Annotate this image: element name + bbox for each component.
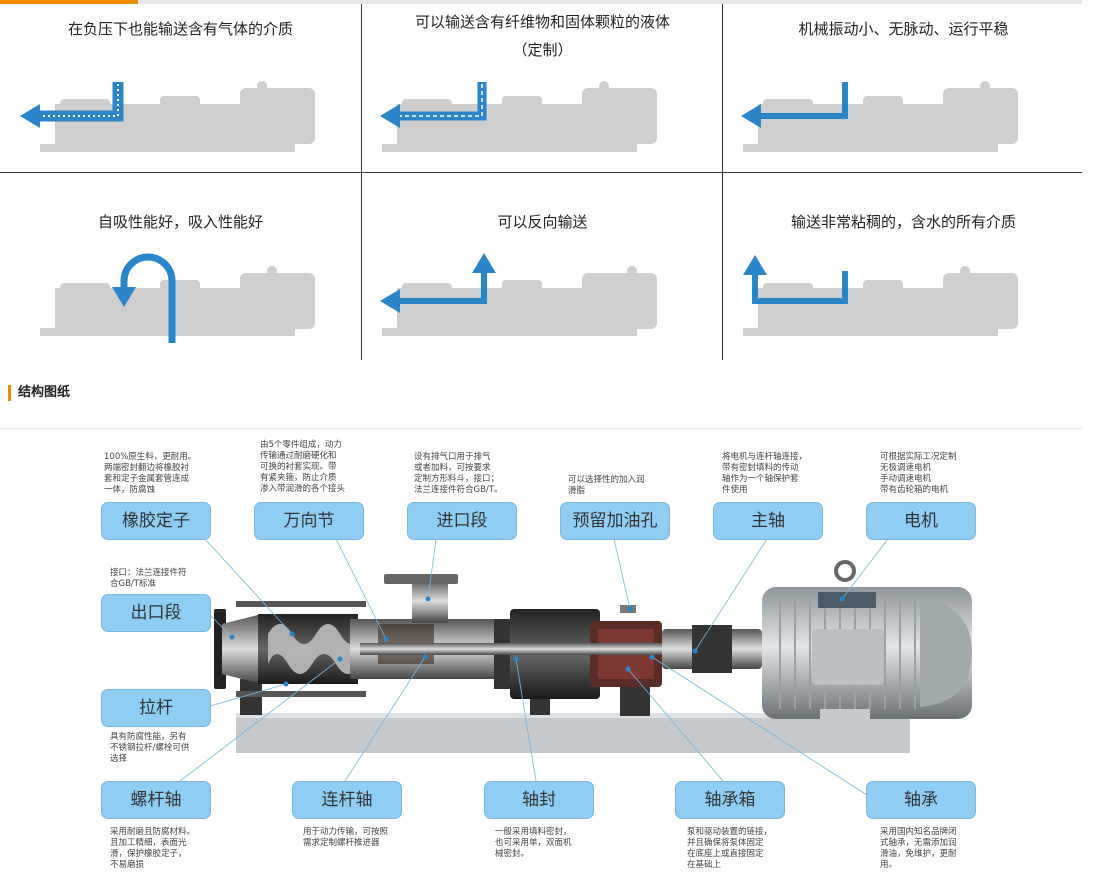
- pump-flow-icon: [20, 81, 315, 152]
- note-connecting-rod: 用于动力传输，可按照 需求定制螺杆推进器: [303, 827, 389, 848]
- note-motor: 可根据实际工况定制 无极调速电机 手动调速电机 带有齿轮箱的电机: [880, 452, 957, 495]
- note-outlet-section: 接口：法兰连接件符 合GB/T标准: [110, 568, 187, 589]
- note-shaft-seal: 一般采用填料密封， 也可采用单，双面机 械密封。: [495, 827, 572, 859]
- pump-flow-icon: [380, 81, 657, 152]
- feature-cell-fiber-liquid: 可以输送含有纤维物和固体颗粒的液体 （定制）: [362, 4, 723, 182]
- feature-cell-gas-medium: 在负压下也能输送含有气体的介质: [0, 4, 361, 182]
- pump-structure-diagram: [179, 538, 972, 798]
- section-divider: [0, 428, 1082, 429]
- section-title-text: 结构图纸: [18, 385, 71, 400]
- feature-title: 机械振动小、无脉动、运行平稳: [798, 20, 1009, 38]
- note-main-shaft: 将电机与连杆轴连接， 带有密封填料的传动 轴作为一个轴保护套 件使用: [722, 452, 808, 495]
- section-title: 结构图纸: [4, 385, 70, 401]
- top-divider: [0, 0, 1082, 4]
- feature-title: 可以输送含有纤维物和固体颗粒的液体: [414, 13, 670, 31]
- pump-flow-icon: [741, 81, 1018, 152]
- note-bearing: 采用国内知名品牌闭 式轴承，无需添加润 滑油，免维护，更耐 用。: [880, 827, 957, 870]
- label-inlet-section: 进口段: [407, 502, 517, 540]
- note-bearing-box: 泵和驱动装置的链接， 并且确保将泵体固定 在底座上或直接固定 在基础上: [687, 827, 773, 870]
- motor-nameplate: [818, 592, 876, 608]
- feature-title: 可以反向输送: [497, 213, 588, 231]
- lifting-eye: [834, 560, 856, 582]
- pump-flow-icon: [40, 253, 315, 343]
- note-rubber-stator: 100%原生料，更耐用。 两端密封翻边将橡胶衬 套和定子金属套管连成 一体，防腐…: [104, 452, 197, 495]
- feature-title: 自吸性能好，吸入性能好: [97, 213, 263, 231]
- note-oil-hole: 可以选择性的加入润 滑脂: [568, 475, 645, 496]
- inlet-flange: [384, 574, 458, 584]
- pump-flow-icon: [743, 255, 1018, 336]
- note-tie-rod: 具有防腐性能，另有 不锈钢拉杆/螺栓可供 选择: [110, 732, 190, 764]
- section-accent-bar: [8, 385, 11, 401]
- grid-divider: [0, 172, 1082, 173]
- label-shaft-seal: 轴封: [484, 781, 594, 819]
- feature-cell-stable: 机械振动小、无脉动、运行平稳: [723, 4, 1084, 182]
- label-outlet-section: 出口段: [101, 594, 211, 632]
- label-oil-hole: 预留加油孔: [560, 502, 670, 540]
- feature-title: 输送非常粘稠的，含水的所有介质: [790, 213, 1016, 231]
- pump-flow-icon: [380, 253, 657, 336]
- drive-shaft: [360, 643, 680, 655]
- label-main-shaft: 主轴: [713, 502, 823, 540]
- top-accent-bar: [0, 0, 138, 4]
- feature-cell-viscous: 输送非常粘稠的，含水的所有介质: [723, 173, 1084, 351]
- label-motor: 电机: [866, 502, 976, 540]
- label-universal-joint: 万向节: [254, 502, 364, 540]
- feature-grid: 在负压下也能输送含有气体的介质 可以输送含有纤维物和固体颗粒的液体 （定制）: [0, 4, 1082, 360]
- label-bearing: 轴承: [866, 781, 976, 819]
- feature-cell-reverse: 可以反向输送: [362, 173, 723, 351]
- feature-title: 在负压下也能输送含有气体的介质: [67, 20, 293, 38]
- feature-cell-self-priming: 自吸性能好，吸入性能好: [0, 173, 361, 351]
- note-inlet-section: 设有排气口用于排气 或者加料，可按要求 定制方形料斗，接口； 法兰连接件符合GB…: [414, 452, 503, 495]
- label-rubber-stator: 橡胶定子: [101, 502, 211, 540]
- note-screw-shaft: 采用耐磨且防腐材料。 且加工精细，表面光 滑，保护橡胶定子， 不易磨损: [110, 827, 196, 870]
- grid-divider: [361, 4, 362, 360]
- grid-divider: [722, 4, 723, 360]
- label-screw-shaft: 螺杆轴: [101, 781, 211, 819]
- note-universal-joint: 由5个零件组成，动力 传输通过耐磨硬化和 可换的衬套实现。带 有紧夹箍，防止介质…: [260, 440, 346, 494]
- pump-base: [236, 713, 910, 753]
- label-bearing-box: 轴承箱: [675, 781, 785, 819]
- label-tie-rod: 拉杆: [101, 689, 211, 727]
- label-connecting-rod: 连杆轴: [292, 781, 402, 819]
- feature-subtitle: （定制）: [512, 41, 573, 59]
